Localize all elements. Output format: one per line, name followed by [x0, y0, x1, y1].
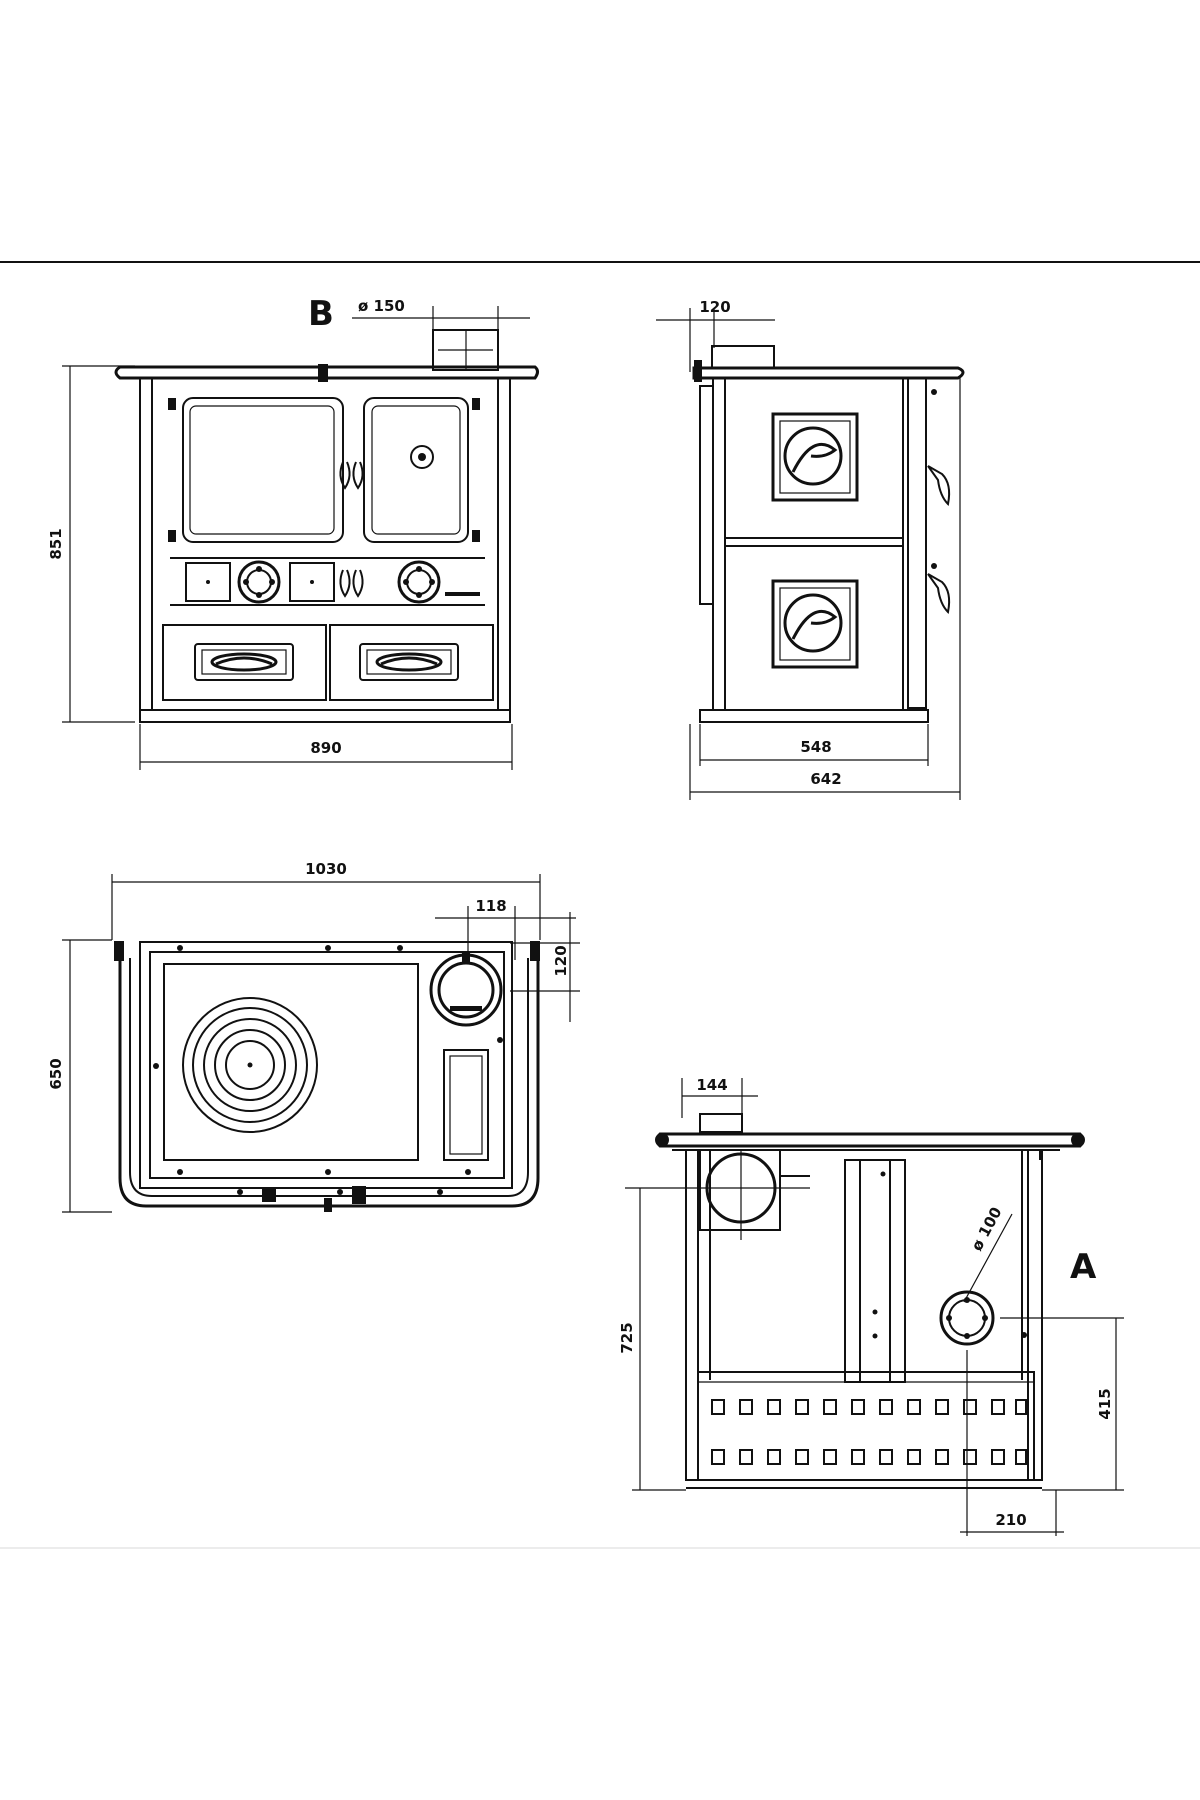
front-door-handle-lower — [339, 569, 364, 598]
top-rail — [118, 950, 540, 1208]
side-plinth — [699, 709, 929, 723]
front-knob-left-icon — [237, 560, 281, 604]
rear-flue-width-label: 144 — [696, 1076, 727, 1094]
top-flue-back-label: 120 — [552, 945, 570, 976]
side-depth-total-label: 642 — [810, 770, 841, 788]
rear-vent-row-upper — [711, 1399, 1027, 1415]
top-flue-edge-label: 118 — [475, 897, 506, 915]
rear-flue-stub — [699, 1113, 743, 1133]
front-oven-door-left — [182, 397, 344, 543]
front-drawer-handle-right-icon — [359, 643, 459, 681]
rear-channel — [844, 1159, 906, 1383]
side-plate-upper-icon — [771, 412, 859, 502]
front-thermometer-icon — [410, 445, 434, 469]
front-width-label: 890 — [310, 739, 341, 757]
rear-vent-row-lower — [711, 1449, 1027, 1465]
rear-inlet-offset-label: 210 — [995, 1511, 1026, 1529]
side-flue-offset-label: 120 — [699, 298, 730, 316]
side-handle-upper-icon — [927, 465, 951, 507]
rear-view: 144 A ø 100 — [618, 1076, 1124, 1536]
rear-cooktop — [655, 1132, 1085, 1148]
top-hotplate-rings-icon — [182, 997, 318, 1133]
side-plate-lower-icon — [771, 579, 859, 669]
side-cooktop — [692, 366, 965, 380]
side-flue-pipe — [711, 345, 775, 369]
top-hotplate-area — [163, 963, 419, 1161]
top-depth-label: 650 — [47, 1058, 65, 1089]
front-drawer-left — [162, 624, 327, 701]
side-handle-lower-icon — [927, 573, 951, 615]
top-reservoir-slot — [443, 1049, 489, 1161]
front-drawer-handle-left-icon — [194, 643, 294, 681]
front-flue-diameter-label: ø 150 — [358, 297, 405, 315]
front-oven-door-right — [363, 397, 469, 543]
front-drawer-right — [329, 624, 494, 701]
top-view: 1030 118 120 — [47, 860, 580, 1213]
rear-view-marker-a: A — [1070, 1247, 1097, 1287]
side-view: 120 — [656, 298, 965, 800]
side-depth-body-label: 548 — [800, 738, 831, 756]
front-view: B ø 150 — [47, 294, 539, 770]
front-view-marker-b: B — [308, 294, 334, 334]
rear-flue-height-label: 725 — [618, 1322, 636, 1353]
rear-leg-left — [685, 1149, 699, 1481]
front-door-handle-upper — [339, 461, 364, 490]
rear-flue-outlet-icon — [625, 1149, 810, 1240]
front-plinth — [139, 709, 511, 723]
front-cooktop — [114, 365, 539, 380]
top-body — [139, 941, 513, 1189]
rear-ash-pan — [697, 1371, 1035, 1481]
rear-inlet-icon — [939, 1290, 995, 1346]
top-flue-outlet-icon — [429, 952, 503, 1027]
rear-inlet-height-label: 415 — [1096, 1388, 1114, 1419]
top-width-label: 1030 — [305, 860, 347, 878]
front-knob-right-icon — [397, 560, 441, 604]
front-height-label: 851 — [47, 528, 65, 559]
rear-inlet-diameter-label: ø 100 — [968, 1204, 1006, 1254]
